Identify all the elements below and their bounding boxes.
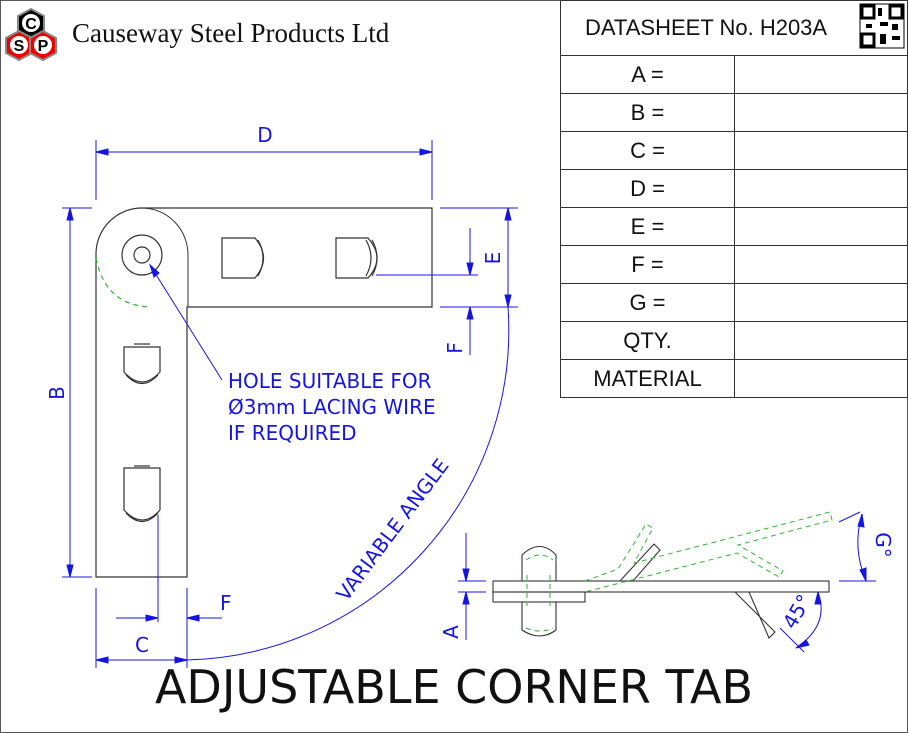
label-b: B = bbox=[560, 93, 735, 132]
value-e[interactable] bbox=[734, 207, 908, 246]
label-qty: QTY. bbox=[560, 321, 735, 360]
csp-logo: C S P bbox=[5, 7, 57, 62]
tab-plan-view bbox=[95, 207, 433, 578]
drawing-title: ADJUSTABLE CORNER TAB bbox=[154, 660, 754, 714]
dim-a-label: A bbox=[439, 625, 463, 639]
value-d[interactable] bbox=[734, 169, 908, 208]
company-name: Causeway Steel Products Ltd bbox=[72, 18, 390, 48]
tab-side-view bbox=[492, 543, 830, 639]
datasheet-table: DATASHEET No. H203A A = B = C = D = E = … bbox=[560, 0, 908, 398]
hole-note-line1: HOLE SUITABLE FOR bbox=[228, 369, 432, 393]
value-f[interactable] bbox=[734, 245, 908, 284]
row-material: MATERIAL bbox=[560, 359, 908, 398]
dim-d-label: D bbox=[257, 123, 272, 147]
dim-c-label: C bbox=[135, 633, 149, 657]
value-material[interactable] bbox=[734, 359, 908, 398]
side-view-hidden-lines bbox=[525, 511, 833, 632]
datasheet-number: DATASHEET No. H203A bbox=[560, 0, 908, 56]
row-a: A = bbox=[560, 55, 908, 94]
dim-f2-label: F bbox=[220, 591, 232, 615]
row-g: G = bbox=[560, 283, 908, 322]
dim-f-label: F bbox=[443, 342, 467, 354]
dim-45-label: 45° bbox=[778, 590, 817, 633]
label-e: E = bbox=[560, 207, 735, 246]
value-c[interactable] bbox=[734, 131, 908, 170]
label-c: C = bbox=[560, 131, 735, 170]
logo-letter-p: P bbox=[38, 38, 49, 55]
row-qty: QTY. bbox=[560, 321, 908, 360]
row-b: B = bbox=[560, 93, 908, 132]
row-d: D = bbox=[560, 169, 908, 208]
logo-letter-c: C bbox=[25, 16, 37, 33]
side-view-dimensions bbox=[458, 511, 876, 653]
label-f: F = bbox=[560, 245, 735, 284]
label-material: MATERIAL bbox=[560, 359, 735, 398]
dim-b-label: B bbox=[45, 386, 69, 400]
row-c: C = bbox=[560, 131, 908, 170]
value-qty[interactable] bbox=[734, 321, 908, 360]
value-a[interactable] bbox=[734, 55, 908, 94]
row-f: F = bbox=[560, 245, 908, 284]
label-g: G = bbox=[560, 283, 735, 322]
label-d: D = bbox=[560, 169, 735, 208]
dim-g-label: G° bbox=[871, 532, 895, 558]
dim-e-label: E bbox=[481, 252, 505, 265]
row-e: E = bbox=[560, 207, 908, 246]
value-g[interactable] bbox=[734, 283, 908, 322]
label-a: A = bbox=[560, 55, 735, 94]
hole-note-line2: Ø3mm LACING WIRE bbox=[228, 395, 436, 419]
logo-letter-s: S bbox=[14, 38, 25, 55]
variable-angle-label: VARIABLE ANGLE bbox=[331, 454, 453, 605]
dimensions bbox=[62, 140, 518, 668]
hole-note-line3: IF REQUIRED bbox=[228, 421, 357, 445]
value-b[interactable] bbox=[734, 93, 908, 132]
